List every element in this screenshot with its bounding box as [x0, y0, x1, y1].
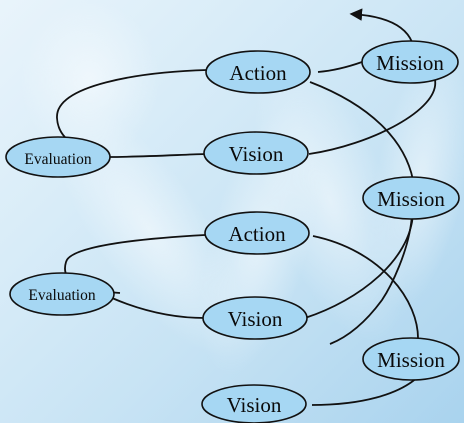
connector-mission3-vision3: [311, 374, 421, 406]
node-vision-1: Vision: [203, 131, 309, 175]
node-label: Vision: [227, 393, 282, 417]
connector-evaluation2-vision2: [111, 297, 206, 319]
node-label: Vision: [229, 142, 284, 166]
connector-action1-mission2: [309, 81, 414, 181]
node-mission-3: Mission: [362, 337, 460, 381]
node-evaluation-2: Evaluation: [9, 272, 115, 316]
connector-evaluation1-vision1: [107, 153, 206, 158]
node-label: Action: [228, 222, 286, 246]
node-label: Vision: [228, 307, 283, 331]
node-action-2: Action: [204, 211, 310, 255]
exit-arrow: [349, 8, 413, 43]
node-label: Evaluation: [28, 287, 95, 304]
connector-vision2-mission2: [304, 213, 414, 319]
node-action-1: Action: [205, 50, 311, 94]
node-evaluation-1: Evaluation: [5, 136, 111, 178]
connector-action2-mission3: [312, 235, 419, 343]
node-label: Action: [229, 61, 287, 85]
node-label: Mission: [377, 187, 445, 211]
connector-mission2-action2: [329, 213, 413, 345]
node-label: Mission: [377, 348, 445, 372]
node-label: Mission: [376, 51, 444, 75]
node-mission-2: Mission: [362, 176, 460, 220]
node-mission-1: Mission: [361, 40, 459, 84]
node-label: Evaluation: [24, 151, 91, 168]
spiral-path: [56, 8, 436, 406]
node-vision-2: Vision: [202, 296, 308, 340]
connector-mission1-action1: [317, 61, 363, 73]
node-vision-3: Vision: [201, 384, 307, 423]
connector-vision1-mission1: [308, 79, 436, 155]
